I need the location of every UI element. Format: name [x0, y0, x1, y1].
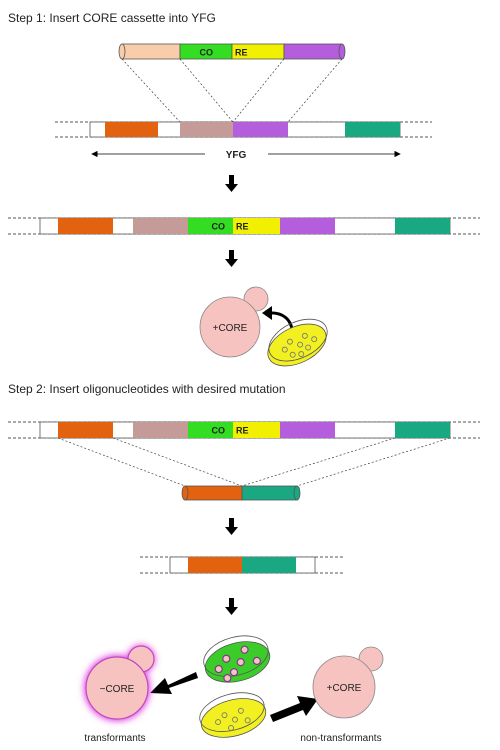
arrow-to-non-transformants: [270, 696, 318, 722]
step1-title: Step 1: Insert CORE cassette into YFG: [8, 11, 216, 25]
step2-segment-mauve: [133, 422, 188, 438]
down-arrow-1: [225, 175, 238, 192]
transfer-arrow-head: [262, 306, 272, 320]
plate-green: [203, 635, 271, 683]
genome-yfg-core-step2: CO RE: [8, 421, 480, 439]
gene-segment-purple: [233, 122, 288, 137]
genome-yfg-core: CO RE: [8, 217, 480, 235]
plate-step1-colonies: [281, 332, 318, 358]
plate-yellow-colonies: [215, 707, 251, 731]
gene-segment-mauve: [180, 122, 233, 137]
cassette-left-end: [118, 43, 126, 60]
plate-yellow: [199, 692, 267, 738]
cassette-insert-guides: [121, 58, 343, 123]
gene-core-segment-purple: [280, 218, 335, 234]
gene-core-label-re: RE: [236, 222, 249, 232]
cassette-label-co: CO: [200, 48, 214, 58]
minus-core-label: −CORE: [100, 684, 135, 695]
core-cassette: CO RE: [118, 43, 346, 60]
step2-title: Step 2: Insert oligonucleotides with des…: [8, 382, 286, 396]
gene-core-segment-re: [233, 218, 280, 234]
plus-core-cell: +CORE: [199, 286, 269, 358]
gene-segment-teal: [345, 122, 400, 137]
yfg-span: YFG: [91, 150, 401, 161]
step2-segment-teal: [395, 422, 450, 438]
mutated-segment-teal: [242, 557, 296, 573]
plus-core-label: +CORE: [213, 323, 248, 334]
transformants-label: transformants: [84, 733, 145, 744]
arrow-to-transformants: [150, 672, 198, 694]
gene-segment-orange: [105, 122, 158, 137]
non-transformants-label: non-transformants: [300, 733, 381, 744]
gene-core-segment-teal: [395, 218, 450, 234]
yfg-label: YFG: [226, 150, 247, 161]
minus-core-cell: −CORE: [84, 645, 155, 721]
genome-yfg: [55, 121, 432, 138]
plus-core-cell-bottom: +CORE: [312, 646, 384, 719]
oligo-segment-teal: [241, 485, 298, 501]
cassette-right-end: [338, 43, 346, 60]
mutated-segment-orange: [188, 557, 242, 573]
plus-core-label-bottom: +CORE: [327, 683, 362, 694]
gene-core-segment-orange: [58, 218, 113, 234]
genome-mutated: [140, 556, 345, 574]
down-arrow-4: [225, 598, 238, 615]
gene-core-segment-co: [188, 218, 233, 234]
step2-label-re: RE: [236, 426, 249, 436]
step2-segment-re: [233, 422, 280, 438]
step2-segment-orange: [58, 422, 113, 438]
down-arrow-3: [225, 518, 238, 535]
oligo-segment-orange: [184, 485, 243, 501]
cassette-label-re: RE: [235, 48, 248, 58]
down-arrow-2: [225, 250, 238, 267]
gene-core-label-co: CO: [212, 222, 226, 232]
step2-segment-purple: [280, 422, 335, 438]
cassette-segment-peach: [121, 43, 181, 60]
step2-label-co: CO: [212, 426, 226, 436]
plate-step1: [267, 318, 328, 367]
gene-core-segment-mauve: [133, 218, 188, 234]
plate-green-colonies: [214, 645, 262, 683]
oligo-guides: [57, 437, 451, 487]
oligonucleotide: [181, 485, 301, 501]
step2-segment-co: [188, 422, 233, 438]
cassette-segment-purple: [283, 43, 343, 60]
